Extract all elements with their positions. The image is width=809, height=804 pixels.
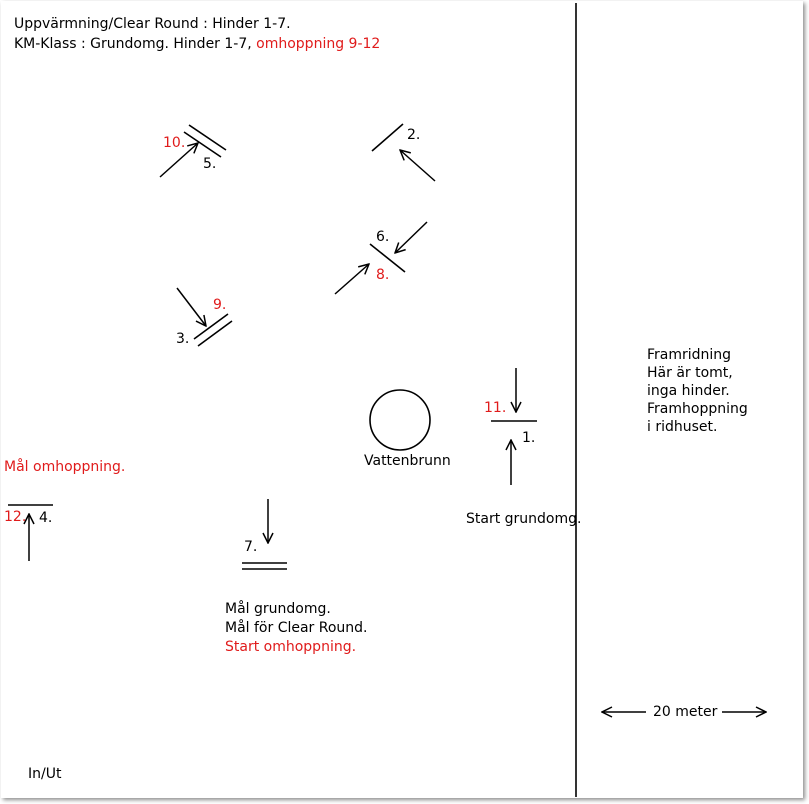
obstacle-4-number: 4.: [39, 510, 52, 526]
water-well: [369, 389, 431, 451]
arrow-to-2: [400, 150, 436, 182]
in-ut-label: In/Ut: [28, 766, 62, 782]
start-omhoppning-label: Start omhoppning.: [225, 639, 356, 655]
obstacle-12-number: 12.: [4, 509, 26, 525]
obstacle-7: [242, 562, 287, 570]
header-line-2: KM-Klass : Grundomg. Hinder 1-7, omhoppn…: [14, 36, 380, 52]
water-well-label: Vattenbrunn: [364, 453, 451, 469]
framridning-line-4: Framhoppning: [647, 401, 748, 417]
start-grundomg-label: Start grundomg.: [466, 511, 581, 527]
obstacle-3-number: 3.: [176, 331, 189, 347]
arrow-to-3: [176, 287, 206, 326]
arrow-to-6: [395, 221, 428, 253]
obstacle-10-number: 10.: [163, 135, 185, 151]
scale-label: 20 meter: [653, 704, 718, 720]
header-line-1: Uppvärmning/Clear Round : Hinder 1-7.: [14, 16, 291, 32]
obstacle-6-number: 6.: [376, 229, 389, 245]
obstacle-2: [371, 123, 404, 152]
obstacle-3: [193, 313, 233, 347]
framridning-line-3: inga hinder.: [647, 383, 730, 399]
framridning-line-2: Här är tomt,: [647, 365, 733, 381]
arrow-to-5: [159, 143, 198, 178]
obstacle-11-number: 11.: [484, 400, 506, 416]
framridning-line-1: Framridning: [647, 347, 731, 363]
obstacle-1-number: 1.: [522, 430, 535, 446]
obstacle-7-number: 7.: [244, 539, 257, 555]
mal-clear-round-label: Mål för Clear Round.: [225, 619, 368, 636]
obstacle-9-number: 9.: [213, 297, 226, 313]
obstacle-5-number: 5.: [203, 156, 216, 172]
obstacle-6: [369, 243, 406, 273]
mal-omhoppning-label: Mål omhoppning.: [4, 458, 125, 475]
header-line-2-red: omhoppning 9-12: [256, 36, 380, 52]
obstacle-2-number: 2.: [407, 127, 420, 143]
arrow-to-8: [334, 264, 369, 295]
mal-grundomg-label: Mål grundomg.: [225, 600, 331, 617]
obstacle-8-number: 8.: [376, 267, 389, 283]
framridning-line-5: i ridhuset.: [647, 419, 717, 435]
header-line-2-black: KM-Klass : Grundomg. Hinder 1-7,: [14, 36, 256, 52]
obstacle-5: [183, 124, 227, 158]
